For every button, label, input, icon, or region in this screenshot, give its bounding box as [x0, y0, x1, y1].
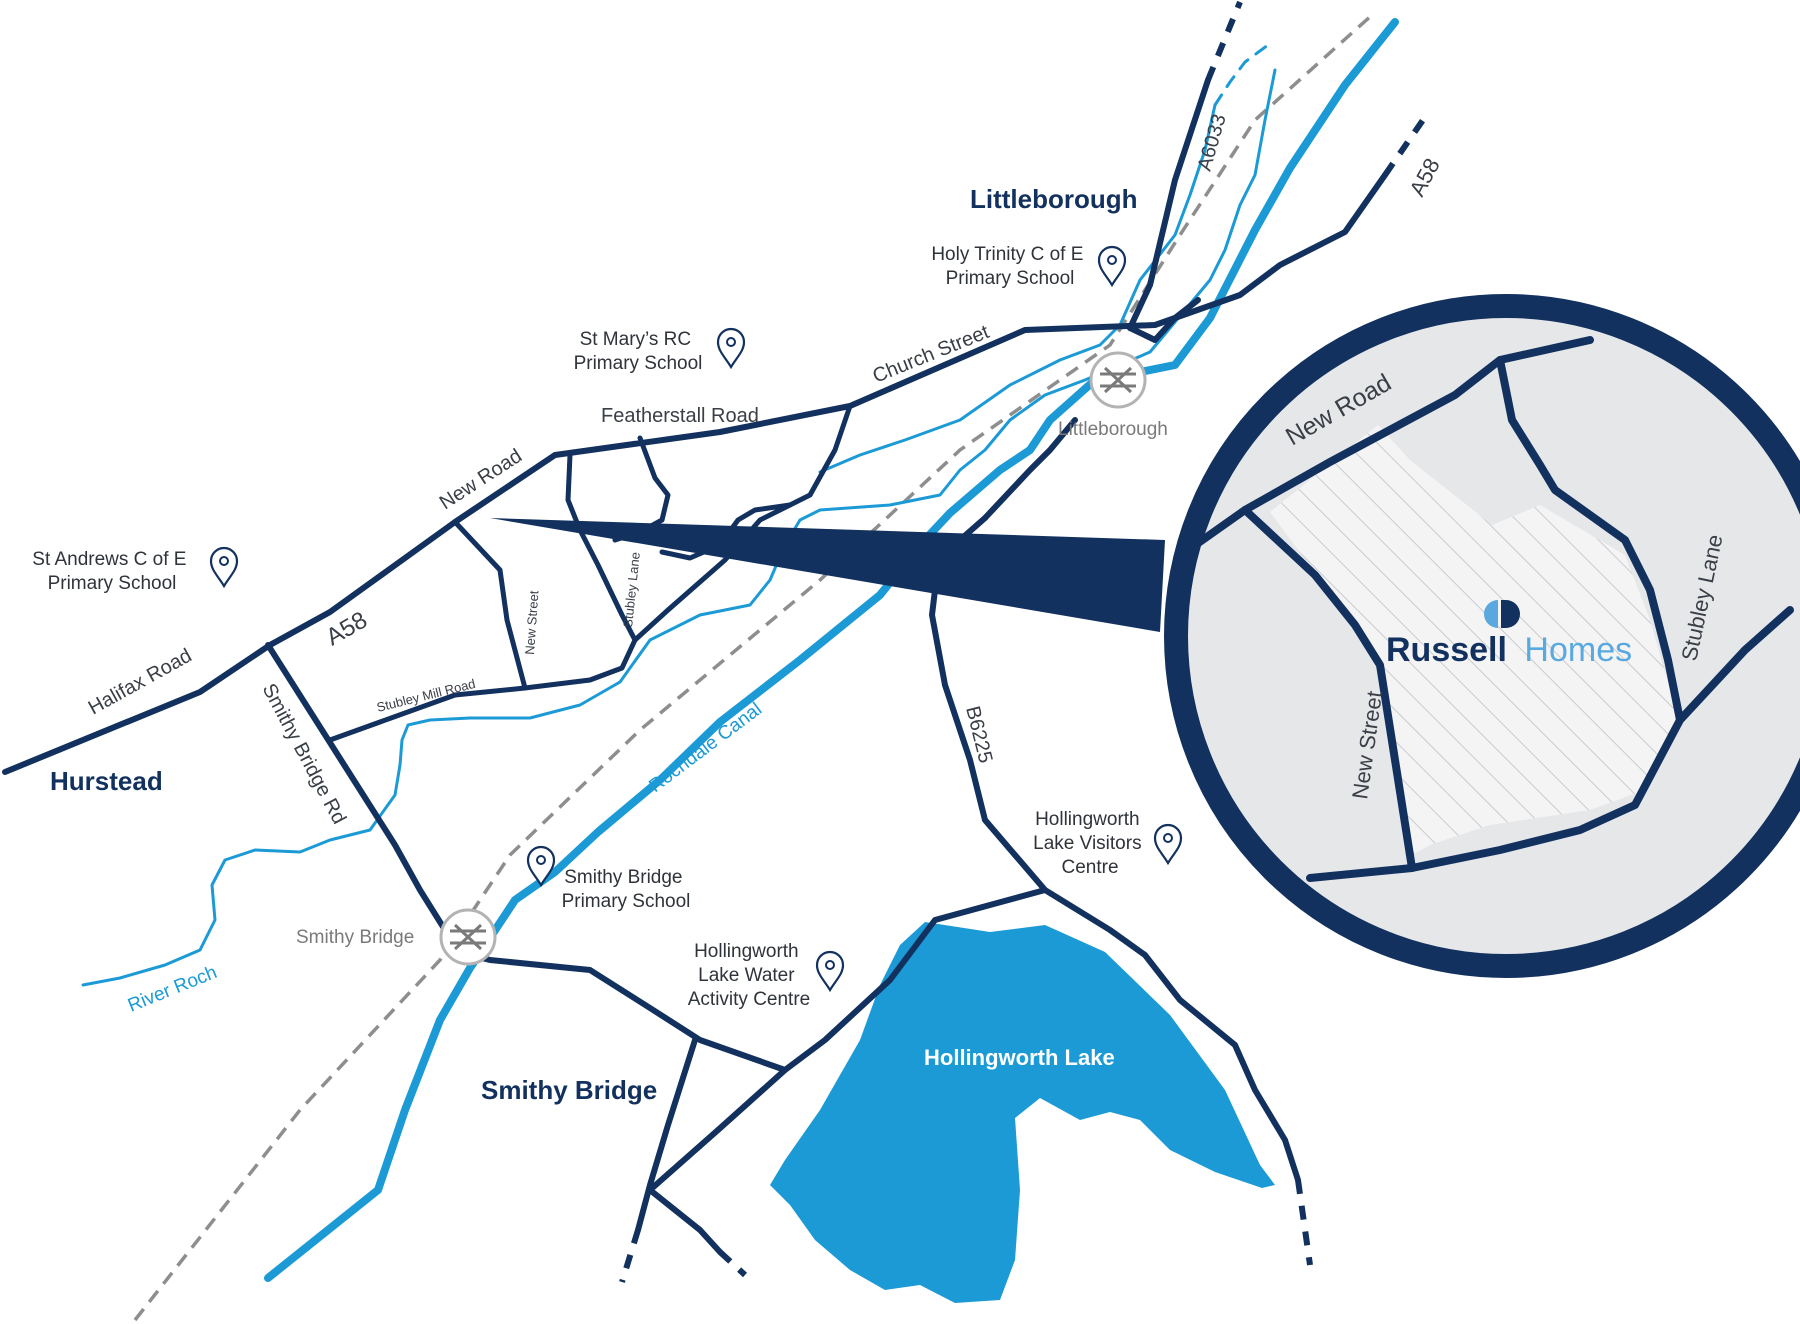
lake-east-road: [1042, 887, 1301, 1183]
a58-east-dash: [1382, 118, 1426, 177]
a58-halifax-new-road: [2, 172, 1388, 775]
location-pin-icon: [716, 327, 746, 370]
a58-junction-road: [1127, 297, 1201, 343]
poi-hollingworth-visitors[interactable]: Hollingworth Lake Visitors Centre: [1033, 809, 1183, 878]
svg-text:Hollingworth Lake Water: Hollingworth Lake Water Activity Centre: [688, 941, 810, 1010]
smithy-bridge-south-dash: [619, 1229, 641, 1283]
location-pin-icon: [1153, 823, 1183, 866]
stubley-lane-line: [565, 452, 638, 643]
inset-magnifier: Russell Homes New Road New Street Stuble…: [1164, 294, 1800, 978]
poi-st-andrews-line2: Primary School: [48, 573, 177, 594]
label-river-roch: River Roch: [125, 962, 220, 1017]
lake-west-road: [647, 1067, 788, 1193]
smithy-bridge-station[interactable]: Smithy Bridge: [296, 908, 497, 966]
location-pin-icon: [526, 845, 556, 888]
place-littleborough: Littleborough: [970, 184, 1138, 214]
poi-hollingworth-activity[interactable]: Hollingworth Lake Water Activity Centre: [688, 941, 845, 1010]
svg-text:Smithy Bridge Primary Sc: Smithy Bridge Primary School: [562, 867, 691, 912]
svg-text:St Mary’s RC Primary Sch: St Mary’s RC Primary School: [574, 329, 703, 374]
svg-text:St Andrews C of E Primar: St Andrews C of E Primary School: [32, 549, 191, 594]
a6033-road: [1127, 77, 1211, 331]
poi-smithy-bridge-school[interactable]: Smithy Bridge Primary School: [526, 845, 691, 912]
b6225-north-line: [982, 417, 1078, 521]
poi-hollingworth-visitors-line2: Lake Visitors: [1033, 833, 1141, 854]
place-hurstead: Hurstead: [50, 766, 163, 796]
poi-hollingworth-visitors-line1: Hollingworth: [1035, 809, 1140, 830]
railway-line: [133, 13, 1374, 1322]
poi-hollingworth-activity-line1: Hollingworth: [694, 941, 799, 962]
poi-holy-trinity-line2: Primary School: [946, 268, 1075, 289]
svg-text:Holy Trinity C of E Prim: Holy Trinity C of E Primary School: [931, 244, 1088, 289]
river-roch-line: [81, 68, 1277, 987]
inset-south-road: [1306, 606, 1794, 882]
poi-st-andrews-line1: St Andrews C of E: [32, 549, 186, 570]
inset-stubley-lane: [1496, 356, 1684, 724]
poi-holy-trinity[interactable]: Holy Trinity C of E Primary School: [931, 244, 1127, 289]
inset-new-road: [1166, 336, 1594, 574]
south-link-dash: [717, 1249, 748, 1278]
poi-smithy-bridge-school-line1: Smithy Bridge: [564, 867, 682, 888]
inset-pointer: [490, 518, 1165, 632]
poi-smithy-bridge-school-line2: Primary School: [562, 891, 691, 912]
label-halifax-road: Halifax Road: [85, 645, 196, 720]
poi-st-marys[interactable]: St Mary’s RC Primary School: [574, 327, 746, 374]
poi-hollingworth-activity-line2: Lake Water: [698, 965, 795, 986]
label-new-street: New Street: [522, 590, 541, 656]
svg-text:Russell Homes: Russell Homes: [1386, 631, 1632, 669]
train-station-icon: [450, 923, 486, 951]
location-pin-icon: [209, 546, 239, 589]
label-a6033: A6033: [1194, 112, 1231, 174]
location-pin-icon: [1097, 245, 1127, 288]
location-pin-icon: [815, 950, 845, 993]
poi-hollingworth-activity-line3: Activity Centre: [688, 989, 810, 1010]
south-link-road: [647, 1187, 723, 1255]
place-smithy-bridge: Smithy Bridge: [481, 1075, 657, 1105]
river-branch-line: [818, 103, 1217, 474]
label-rochdale-canal: Rochdale Canal: [645, 699, 766, 797]
inset-new-street: [1241, 506, 1416, 872]
label-a58-east: A58: [1404, 154, 1444, 200]
smithy-bridge-rd-line: [265, 642, 1048, 1073]
poi-st-andrews[interactable]: St Andrews C of E Primary School: [32, 546, 239, 594]
russell-homes-logo: Russell Homes: [1386, 600, 1632, 669]
littleborough-station-label: Littleborough: [1058, 419, 1168, 440]
smithy-bridge-south-road: [635, 1037, 698, 1233]
svg-text:Hollingworth Lake Visito: Hollingworth Lake Visitors Centre: [1033, 809, 1147, 878]
a6033-dash: [1205, 0, 1243, 82]
label-featherstall-road: Featherstall Road: [601, 405, 759, 427]
poi-st-marys-line2: Primary School: [574, 353, 703, 374]
river-branch-dash: [1213, 43, 1270, 107]
poi-holy-trinity-line1: Holy Trinity C of E: [931, 244, 1083, 265]
label-stubley-lane: Stubley Lane: [620, 551, 643, 628]
smithy-bridge-station-label: Smithy Bridge: [296, 927, 414, 948]
brand-russell: Russell: [1386, 631, 1507, 669]
label-hollingworth-lake: Hollingworth Lake: [924, 1045, 1115, 1070]
poi-st-marys-line1: St Mary’s RC: [580, 329, 692, 350]
littleborough-station[interactable]: Littleborough: [1058, 351, 1168, 440]
lake-east-dash: [1295, 1179, 1313, 1266]
poi-hollingworth-visitors-line3: Centre: [1061, 857, 1118, 878]
hollingworth-lake: [770, 922, 1275, 1303]
train-station-icon: [1100, 366, 1136, 394]
brand-homes: Homes: [1524, 631, 1632, 669]
new-street-line: [452, 519, 528, 691]
